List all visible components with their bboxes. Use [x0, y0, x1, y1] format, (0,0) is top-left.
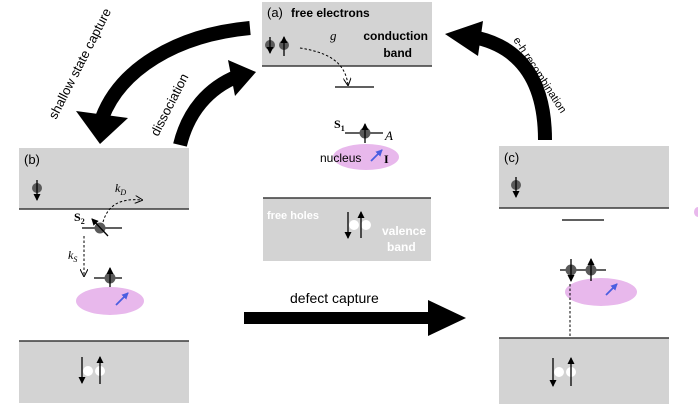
- deep-electron-c-down: [565, 259, 577, 282]
- g-capture-arrow: [299, 47, 348, 85]
- free-electron-up: [279, 36, 289, 56]
- dissociation-arrow: [173, 60, 256, 147]
- shallow-capture-arrow: [76, 21, 251, 144]
- free-electron-down: [265, 37, 275, 54]
- nuclear-spin-i-label: I: [384, 152, 389, 166]
- nuclear-spin-arrow-c: [605, 283, 618, 296]
- nucleus-label: nucleus: [320, 151, 361, 165]
- panel-b: (b) kD S2 kS: [19, 148, 189, 403]
- deep-electron-b: [104, 267, 116, 289]
- nuclear-spin-arrow-b: [115, 292, 129, 306]
- s1-label: S1: [334, 117, 345, 133]
- conduction-band-label-2: band: [383, 46, 412, 60]
- kd-dissociation-arrow: [102, 200, 142, 223]
- conduction-electron-c: [511, 177, 521, 198]
- valence-band-c: [499, 338, 669, 404]
- nucleus-b: [76, 287, 144, 315]
- deep-electron-c-up: [585, 258, 597, 281]
- valence-hole-up-c: [566, 357, 576, 386]
- panel-b-label: (b): [24, 152, 40, 167]
- nucleus-c: [565, 278, 637, 306]
- valence-band-label-1: valence: [382, 224, 426, 238]
- s1-electron: [359, 123, 371, 143]
- valence-hole-down-c: [549, 358, 564, 387]
- defect-capture-arrow: [244, 300, 466, 336]
- conduction-band-a: [262, 2, 432, 66]
- nucleus-edge-fragment: [694, 207, 698, 217]
- valence-hole-down-b: [78, 357, 93, 384]
- s2-label: S2: [74, 210, 85, 226]
- panel-c: (c): [499, 146, 698, 404]
- valence-hole-up-b: [95, 356, 105, 384]
- free-electrons-label: free electrons: [291, 6, 370, 20]
- nuclear-spin-arrow-a: [370, 149, 383, 162]
- s2-electron: [91, 218, 109, 237]
- recombination-arrow: [445, 21, 552, 141]
- g-rate-label: g: [330, 28, 337, 43]
- hyperfine-a-label: A: [384, 128, 393, 143]
- panel-c-label: (c): [504, 150, 519, 165]
- conduction-band-label-1: conduction: [363, 29, 428, 43]
- free-hole-down: [344, 212, 359, 239]
- panel-a: (a) free electrons conduction band g S1 …: [262, 2, 432, 261]
- conduction-band-b: [19, 148, 189, 209]
- defect-capture-label: defect capture: [290, 290, 379, 306]
- ks-label: kS: [68, 248, 77, 264]
- conduction-band-c: [499, 146, 669, 208]
- free-holes-label: free holes: [267, 210, 319, 222]
- free-hole-up: [357, 211, 371, 238]
- kd-label: kD: [115, 181, 126, 197]
- panel-a-label: (a): [267, 5, 283, 20]
- conduction-electron-b: [32, 180, 42, 201]
- valence-band-label-2: band: [387, 240, 416, 254]
- valence-band-a: [263, 198, 431, 261]
